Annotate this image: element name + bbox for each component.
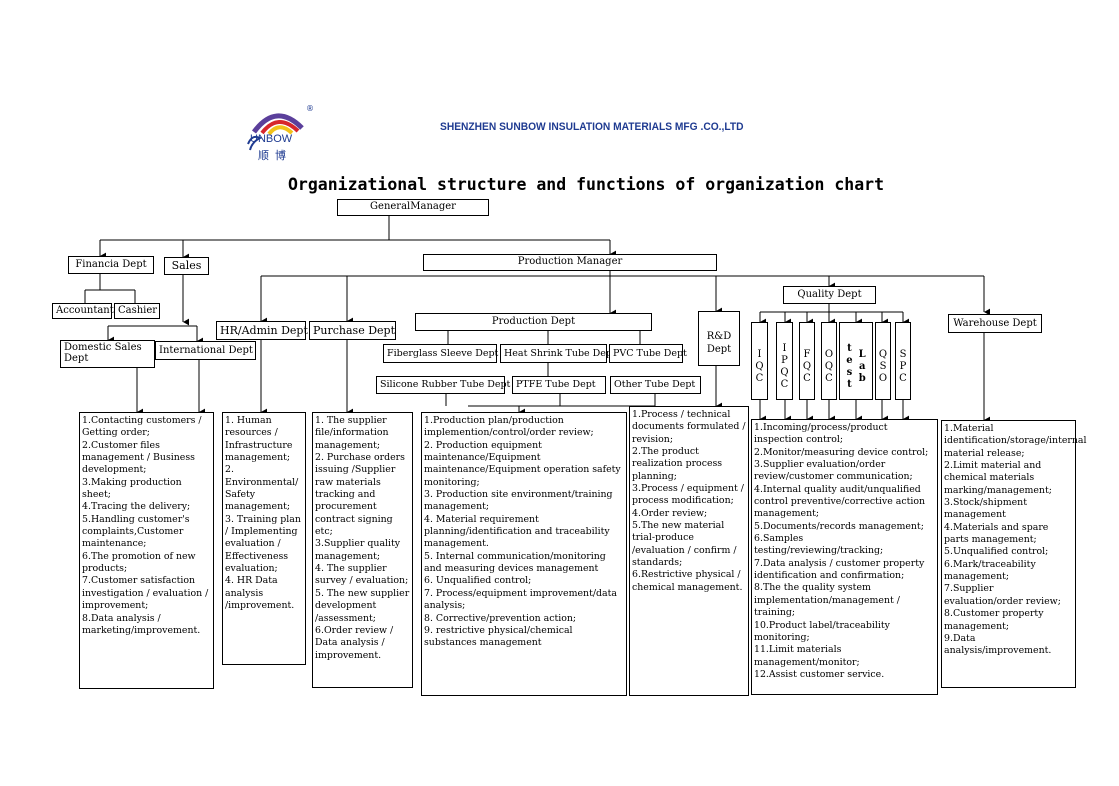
function-item: 6.Samples testing/reviewing/tracking; (754, 533, 884, 557)
function-item: 3.Process / equipment / process modifica… (632, 483, 744, 507)
functions-sales: 1.Contacting customers / Getting order; … (79, 412, 214, 689)
chart-title: Organizational structure and functions o… (288, 175, 885, 194)
function-item: 8.Customer property management; (944, 608, 1044, 632)
function-item: 1.Production plan/production implementio… (424, 415, 594, 439)
function-item: 2. Environmental/ Safety management; (225, 464, 299, 513)
function-item: 11.Limit materials management/monitor; (754, 644, 860, 668)
function-item: 2.Customer files management / Business d… (82, 439, 195, 476)
node-domestic-sales-dept: Domestic Sales Dept (60, 340, 155, 368)
function-item: 3.Making production sheet; (82, 476, 182, 501)
node-other-tube-dept: Other Tube Dept (610, 376, 701, 394)
node-financia-dept: Financia Dept (68, 256, 154, 274)
function-item: 4.Tracing the delivery; (82, 501, 191, 513)
logo-text: UNBOW (250, 133, 293, 145)
node-international-dept: International Dept (155, 341, 256, 360)
function-item: 5.Documents/records management; (754, 520, 924, 532)
function-item: 4. The supplier survey / evaluation; (315, 563, 409, 587)
function-item: 8. Corrective/prevention action; (424, 612, 577, 624)
functions-warehouse: 1.Material identification/storage/intern… (941, 420, 1087, 688)
function-item: 3. Production site environment/training … (424, 489, 613, 513)
node-ptfe-tube-dept: PTFE Tube Dept (512, 376, 606, 394)
node-fiberglass-sleeve-dept: Fiberglass Sleeve Dept (383, 344, 498, 363)
function-item: 6. Unqualified control; (424, 575, 532, 587)
function-item: 10.Product label/traceability monitoring… (754, 619, 890, 643)
logo-chinese-text: 顺博 (258, 149, 292, 162)
node-cashier: Cashier (114, 303, 160, 319)
function-item: 3.Supplier quality management; (315, 538, 401, 562)
function-item: 1. Human resources / Infrastructure mana… (225, 415, 293, 464)
function-item: 4.Internal quality audit/unqualified con… (754, 483, 926, 520)
node-purchase-dept: Purchase Dept (309, 321, 396, 340)
function-item: 6.The promotion of new products; (82, 550, 196, 575)
function-item: 7.Data analysis / customer property iden… (754, 557, 925, 582)
node-silicone-rubber-tube-dept: Silicone Rubber Tube Dept (376, 376, 510, 394)
function-item: 1.Process / technical documents formulat… (632, 409, 746, 445)
sunbow-logo-icon (247, 113, 304, 151)
registered-mark: ® (306, 104, 314, 113)
node-sales: Sales (164, 257, 209, 275)
function-item: 1.Contacting customers / Getting order; (82, 415, 202, 439)
function-item: 7.Supplier evaluation/order review; (944, 583, 1061, 607)
function-item: 1. The supplier file/information managem… (315, 415, 389, 451)
function-item: 5. The new supplier development /assessm… (315, 587, 410, 624)
function-item: 4.Order review; (632, 507, 708, 519)
node-heat-shrink-tube-dept: Heat Shrink Tube Dept (500, 344, 616, 363)
function-item: 7.Customer satisfaction investigation / … (82, 575, 209, 612)
function-item: 7. Process/equipment improvement/data an… (424, 587, 617, 612)
node-production-dept: Production Dept (415, 313, 652, 331)
function-item: 2.The product realization process planni… (632, 446, 723, 482)
company-name: SHENZHEN SUNBOW INSULATION MATERIALS MFG… (440, 121, 744, 133)
function-item: 9. restrictive physical/chemical substan… (424, 624, 573, 649)
function-item: 5.Unqualified control; (944, 546, 1049, 558)
function-item: 1.Material identification/storage/intern… (944, 423, 1087, 459)
function-item: 6.Mark/traceability management; (944, 558, 1036, 583)
function-item: 5. Internal communication/monitoring and… (424, 550, 606, 575)
function-item: 4. HR Data analysis /improvement. (225, 575, 295, 612)
functions-hr: 1. Human resources / Infrastructure mana… (222, 412, 306, 665)
functions-production: 1.Production plan/production implementio… (421, 412, 627, 696)
function-item: 3. Training plan / Implementing evaluati… (225, 513, 301, 575)
node-general-manager: GeneralManager (337, 199, 489, 216)
node-accountant: Accountant (52, 303, 114, 319)
functions-rd: 1.Process / technical documents formulat… (629, 406, 749, 696)
function-item: 2.Monitor/measuring device control; (754, 446, 929, 458)
function-item: 8.Data analysis / marketing/improvement. (82, 612, 201, 636)
node-rd-dept: R&D Dept (698, 311, 740, 366)
function-item: 3.Supplier evaluation/order review/custo… (754, 459, 913, 483)
functions-purchase: 1. The supplier file/information managem… (312, 412, 413, 688)
node-pvc-tube-dept: PVC Tube Dept (609, 344, 687, 363)
function-item: 4.Materials and spare parts management; (944, 521, 1049, 546)
function-item: 9.Data analysis/improvement. (944, 632, 1052, 657)
node-warehouse-dept: Warehouse Dept (948, 314, 1042, 333)
function-item: 6.Restrictive physical / chemical manage… (632, 569, 743, 593)
function-item: 2.Limit material and chemical materials … (944, 460, 1052, 496)
function-item: 2. Purchase orders issuing /Supplier raw… (315, 452, 405, 538)
function-item: 5.The new material trial-produce /evalua… (632, 520, 737, 569)
function-item: 4. Material requirement planning/identif… (424, 513, 610, 550)
function-item: 5.Handling customer's complaints,Custome… (82, 513, 190, 550)
function-item: 3.Stock/shipment management (944, 497, 1027, 521)
node-production-manager: Production Manager (423, 254, 717, 271)
function-item: 8.The the quality system implementation/… (754, 582, 900, 619)
function-item: 1.Incoming/process/product inspection co… (754, 422, 888, 446)
node-hr-admin-dept: HR/Admin Dept (216, 321, 308, 340)
functions-quality: 1.Incoming/process/product inspection co… (751, 419, 938, 695)
function-item: 2. Production equipment maintenance/Equi… (424, 439, 621, 488)
function-item: 12.Assist customer service. (754, 668, 885, 680)
node-quality-dept: Quality Dept (783, 286, 876, 304)
function-item: 6.Order review / Data analysis / improve… (315, 624, 394, 661)
